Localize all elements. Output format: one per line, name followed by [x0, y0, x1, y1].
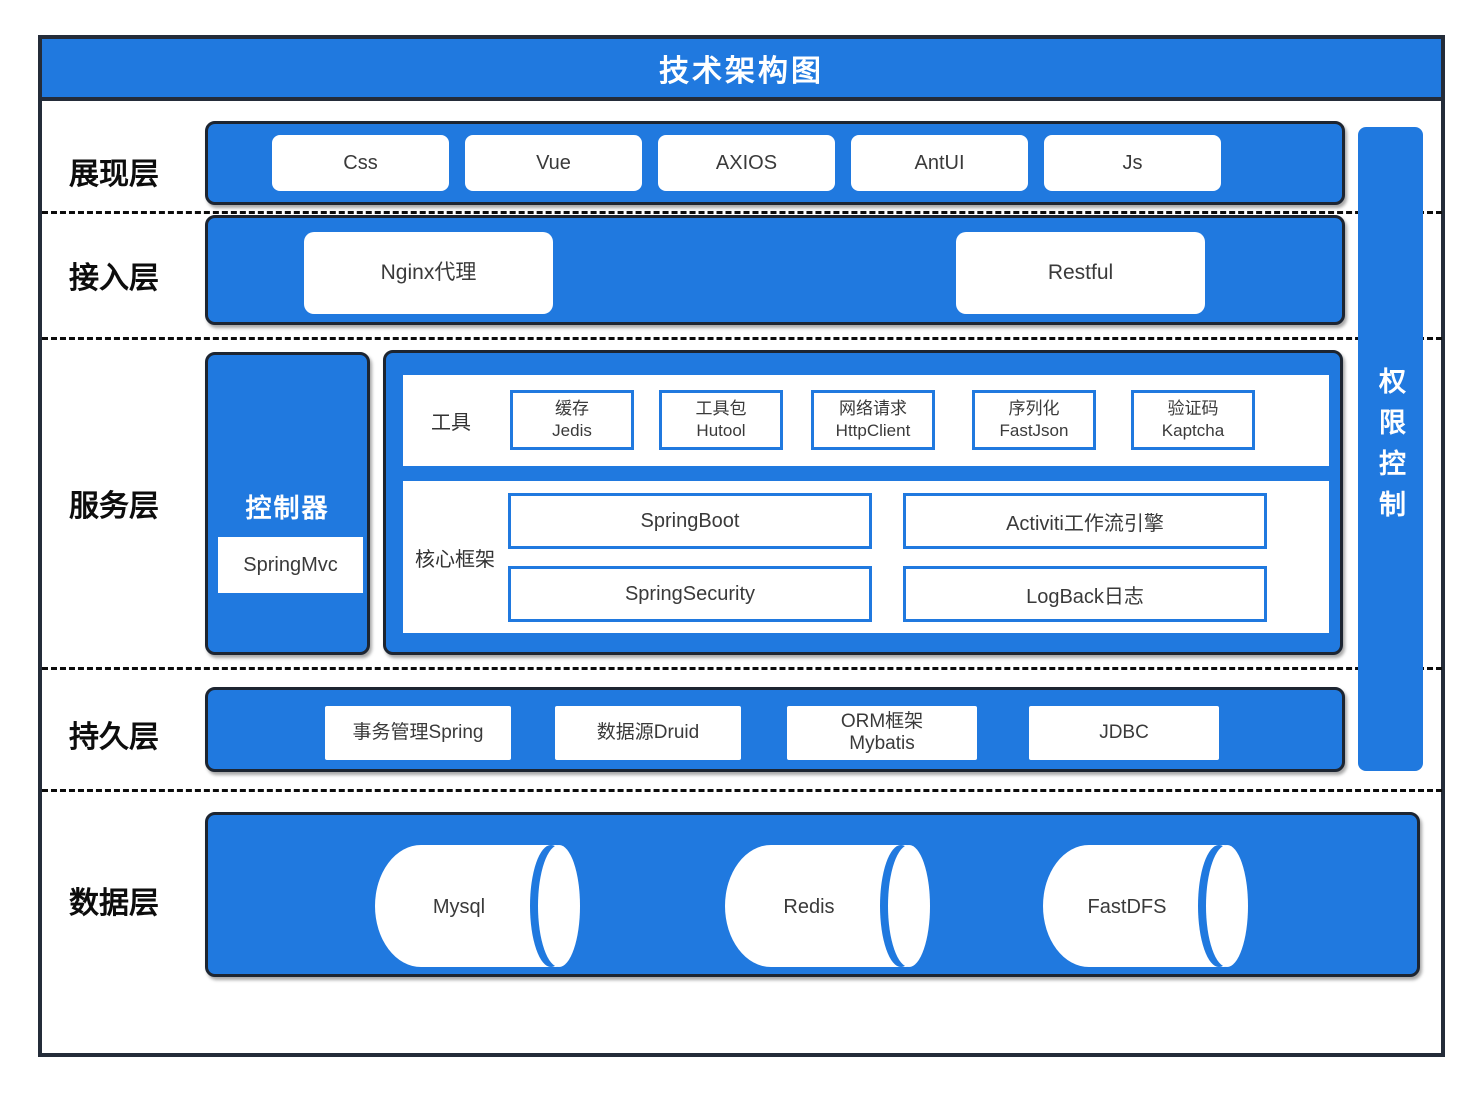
- presentation-layer-box: Css Vue AXIOS AntUI Js: [205, 121, 1345, 205]
- tech-chip-springboot: SpringBoot: [508, 493, 872, 549]
- persistence-layer-box: 事务管理Spring 数据源Druid ORM框架 Mybatis JDBC: [205, 687, 1345, 772]
- tech-chip-js: Js: [1044, 135, 1221, 191]
- core-framework-panel: 核心框架 SpringBoot Activiti工作流引擎 SpringSecu…: [403, 481, 1329, 633]
- tech-chip-springsecurity: SpringSecurity: [508, 566, 872, 622]
- tech-chip-jdbc: JDBC: [1029, 706, 1219, 760]
- tech-chip-nginx: Nginx代理: [304, 232, 553, 314]
- tech-chip-httpclient-label: 网络请求 HttpClient: [835, 399, 911, 440]
- database-cylinder-fastdfs: FastDFS: [1043, 844, 1249, 970]
- layer-label-access: 接入层: [69, 262, 159, 295]
- tech-chip-httpclient: 网络请求 HttpClient: [811, 390, 935, 450]
- database-label: Mysql: [432, 895, 486, 918]
- separator-line: [42, 337, 1442, 340]
- database-cylinder-icon: [375, 845, 580, 967]
- tech-chip-vue: Vue: [465, 135, 642, 191]
- tools-panel-label: 工具: [431, 412, 471, 434]
- database-label: FastDFS: [1087, 895, 1167, 918]
- permission-control-label: 权限控制: [1375, 367, 1405, 531]
- tech-chip-restful: Restful: [956, 232, 1205, 314]
- separator-line: [42, 789, 1442, 792]
- tools-panel: 工具 缓存 Jedis 工具包 Hutool 网络请求 HttpClient 序…: [403, 375, 1329, 466]
- data-layer-box: Mysql Redis FastDFS: [205, 812, 1420, 977]
- controller-box: 控制器 SpringMvc: [205, 352, 370, 655]
- tech-chip-kaptcha: 验证码 Kaptcha: [1131, 390, 1255, 450]
- tech-chip-spring-tx: 事务管理Spring: [325, 706, 511, 760]
- tech-chip-hutool: 工具包 Hutool: [659, 390, 783, 450]
- database-cylinder-icon: [725, 845, 930, 967]
- layer-label-persistence: 持久层: [69, 721, 159, 754]
- title-bar: 技术架构图: [42, 39, 1441, 101]
- tech-chip-activiti: Activiti工作流引擎: [903, 493, 1267, 549]
- service-layer-box: 工具 缓存 Jedis 工具包 Hutool 网络请求 HttpClient 序…: [383, 350, 1343, 655]
- permission-control-bar: 权限控制: [1358, 127, 1423, 771]
- separator-line: [42, 211, 1442, 214]
- database-cylinder-mysql: Mysql: [375, 844, 581, 970]
- tech-chip-mybatis: ORM框架 Mybatis: [787, 706, 977, 760]
- access-layer-box: Nginx代理 Restful: [205, 215, 1345, 325]
- database-cylinder-redis: Redis: [725, 844, 931, 970]
- database-label: Redis: [783, 895, 835, 918]
- layer-label-data: 数据层: [69, 887, 159, 920]
- database-cylinder-icon: [1043, 845, 1248, 967]
- page-title: 技术架构图: [659, 55, 824, 88]
- tech-chip-logback: LogBack日志: [903, 566, 1267, 622]
- layer-label-presentation: 展现层: [69, 158, 159, 191]
- tech-chip-springmvc: SpringMvc: [218, 537, 363, 593]
- controller-title: 控制器: [245, 493, 330, 523]
- tech-chip-fastjson: 序列化 FastJson: [972, 390, 1096, 450]
- separator-line: [42, 667, 1442, 670]
- tech-chip-druid: 数据源Druid: [555, 706, 741, 760]
- tech-chip-axios: AXIOS: [658, 135, 835, 191]
- tech-chip-antui: AntUI: [851, 135, 1028, 191]
- core-panel-label: 核心框架: [415, 548, 495, 571]
- layer-label-service: 服务层: [69, 490, 159, 523]
- tech-chip-css: Css: [272, 135, 449, 191]
- tech-chip-jedis: 缓存 Jedis: [510, 390, 634, 450]
